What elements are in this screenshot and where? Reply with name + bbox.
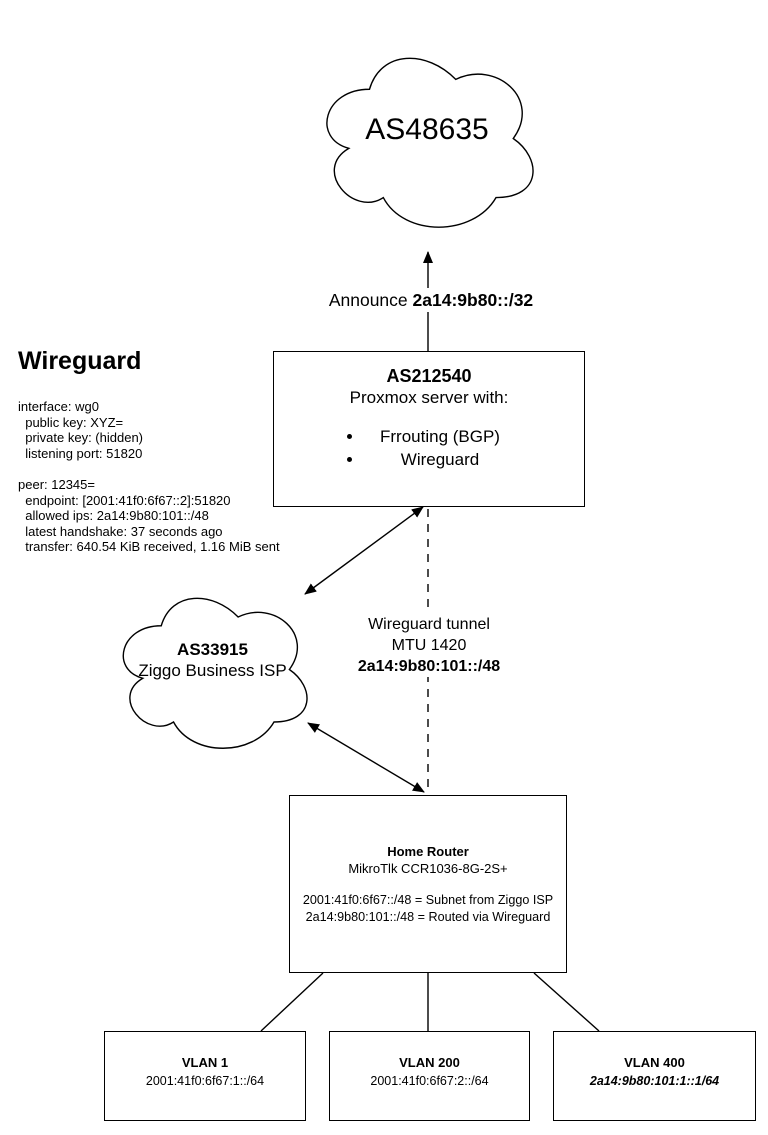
vlan200-name: VLAN 200 <box>399 1055 460 1070</box>
proxmox-node: AS212540 Proxmox server with: Frrouting … <box>273 351 585 507</box>
tunnel-label: Wireguard tunnel MTU 1420 2a14:9b80:101:… <box>349 614 509 677</box>
proxmox-feature-frrouting: Frrouting (BGP) <box>364 425 516 448</box>
vlan200-subnet: 2001:41f0:6f67:2::/64 <box>370 1074 489 1088</box>
router-note-ziggo: 2001:41f0:6f67::/48 = Subnet from Ziggo … <box>302 893 554 907</box>
vlan400-subnet: 2a14:9b80:101:1::1/64 <box>589 1074 720 1088</box>
isp-router-link <box>307 722 425 793</box>
vlan1-name: VLAN 1 <box>181 1055 229 1070</box>
isp-asn: AS33915 <box>177 640 248 659</box>
announce-route: 2a14:9b80::/32 <box>412 290 534 310</box>
vlan400-node: VLAN 400 2a14:9b80:101:1::1/64 <box>553 1031 756 1121</box>
router-note-wireguard: 2a14:9b80:101::/48 = Routed via Wireguar… <box>305 910 551 924</box>
announce-label: Announce 2a14:9b80::/32 <box>306 288 556 312</box>
home-router-node: Home Router MikroTlk CCR1036-8G-2S+ 2001… <box>289 795 567 973</box>
tunnel-line2: MTU 1420 <box>391 637 467 654</box>
isp-cloud-label: AS33915 Ziggo Business ISP <box>110 639 315 681</box>
internet-cloud-label: AS48635 <box>365 113 489 146</box>
vlan1-subnet: 2001:41f0:6f67:1::/64 <box>145 1074 265 1088</box>
isp-name: Ziggo Business ISP <box>138 661 287 680</box>
internet-cloud-shape <box>326 57 534 228</box>
router-vlan400-link <box>533 972 600 1032</box>
vlan400-name: VLAN 400 <box>624 1055 685 1070</box>
router-title: Home Router <box>387 844 469 859</box>
vlan200-node: VLAN 200 2001:41f0:6f67:2::/64 <box>329 1031 530 1121</box>
proxmox-title: AS212540 <box>386 366 472 386</box>
wireguard-heading: Wireguard <box>18 347 142 375</box>
isp-cloud-shape <box>122 597 308 749</box>
vlan1-node: VLAN 1 2001:41f0:6f67:1::/64 <box>104 1031 306 1121</box>
tunnel-line1: Wireguard tunnel <box>368 616 490 633</box>
router-vlan1-link <box>260 972 324 1032</box>
wireguard-interface-block: interface: wg0 public key: XYZ= private … <box>18 399 144 461</box>
router-spacer <box>290 877 566 892</box>
proxmox-feature-list: Frrouting (BGP) Wireguard <box>342 425 516 471</box>
router-model: MikroTlk CCR1036-8G-2S+ <box>348 861 508 876</box>
tunnel-subnet: 2a14:9b80:101::/48 <box>357 658 501 675</box>
proxmox-isp-link <box>304 506 424 595</box>
proxmox-feature-wireguard: Wireguard <box>364 448 516 471</box>
proxmox-subtitle: Proxmox server with: <box>349 388 509 407</box>
wireguard-peer-block: peer: 12345= endpoint: [2001:41f0:6f67::… <box>18 477 280 554</box>
announce-text: Announce <box>328 290 408 310</box>
